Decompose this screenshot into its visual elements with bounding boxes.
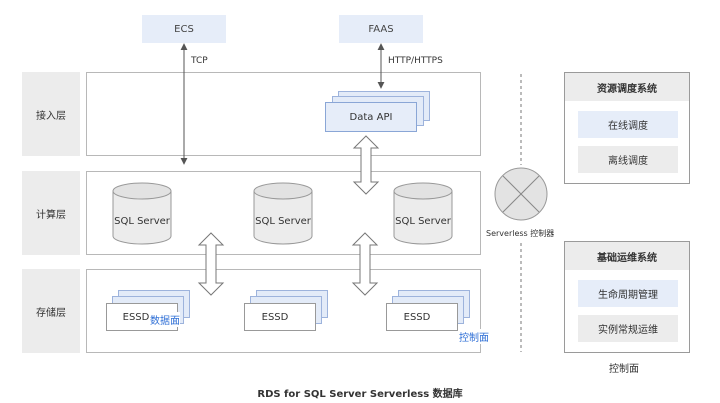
tcp-label: TCP xyxy=(191,56,208,66)
online-scheduling-item: 在线调度 xyxy=(578,111,678,138)
layer-label-compute: 计算层 xyxy=(22,171,80,255)
layer-label-storage-text: 存储层 xyxy=(36,307,66,319)
data-plane-tag: 数据面 xyxy=(150,312,180,327)
essd-2-card xyxy=(244,303,316,331)
control-plane-caption: 控制面 xyxy=(609,364,639,375)
offline-scheduling-item: 离线调度 xyxy=(578,146,678,173)
sql-server-label-2: SQL Server xyxy=(255,216,311,227)
compute-storage-double-arrow-left xyxy=(197,232,225,296)
essd-2-label: ESSD xyxy=(261,311,289,323)
control-plane-tag: 控制面 xyxy=(459,329,489,344)
layer-label-compute-text: 计算层 xyxy=(36,209,66,221)
lifecycle-management-item: 生命周期管理 xyxy=(578,280,678,307)
ops-system-title: 基础运维系统 xyxy=(565,242,689,270)
essd-1-label: ESSD xyxy=(122,311,150,323)
diagram-caption: RDS for SQL Server Serverless 数据库 xyxy=(257,389,463,400)
sql-server-cylinder-1 xyxy=(112,182,172,245)
resource-scheduling-title: 资源调度系统 xyxy=(565,73,689,101)
faas-box: FAAS xyxy=(339,15,423,43)
sql-server-cylinder-3 xyxy=(393,182,453,245)
sql-server-cylinder-2 xyxy=(253,182,313,245)
instance-routine-ops-item: 实例常规运维 xyxy=(578,315,678,342)
resource-scheduling-panel: 资源调度系统 在线调度 离线调度 xyxy=(564,72,690,184)
access-compute-double-arrow xyxy=(352,135,380,195)
http-label: HTTP/HTTPS xyxy=(388,56,443,66)
sql-server-label-1: SQL Server xyxy=(114,216,170,227)
faas-label: FAAS xyxy=(368,23,394,35)
data-api-card xyxy=(325,102,417,132)
compute-storage-double-arrow-right xyxy=(351,232,379,296)
ecs-label: ECS xyxy=(174,23,194,35)
sql-server-label-3: SQL Server xyxy=(395,216,451,227)
essd-3-label: ESSD xyxy=(403,311,431,323)
essd-3-card xyxy=(386,303,458,331)
serverless-controller-icon xyxy=(494,167,548,221)
ops-system-panel: 基础运维系统 生命周期管理 实例常规运维 xyxy=(564,241,690,353)
data-api-label: Data API xyxy=(349,111,393,123)
layer-label-access: 接入层 xyxy=(22,72,80,156)
serverless-controller-label: Serverless 控制器 xyxy=(486,229,555,238)
ecs-box: ECS xyxy=(142,15,226,43)
layer-label-storage: 存储层 xyxy=(22,269,80,353)
layer-label-access-text: 接入层 xyxy=(36,110,66,122)
